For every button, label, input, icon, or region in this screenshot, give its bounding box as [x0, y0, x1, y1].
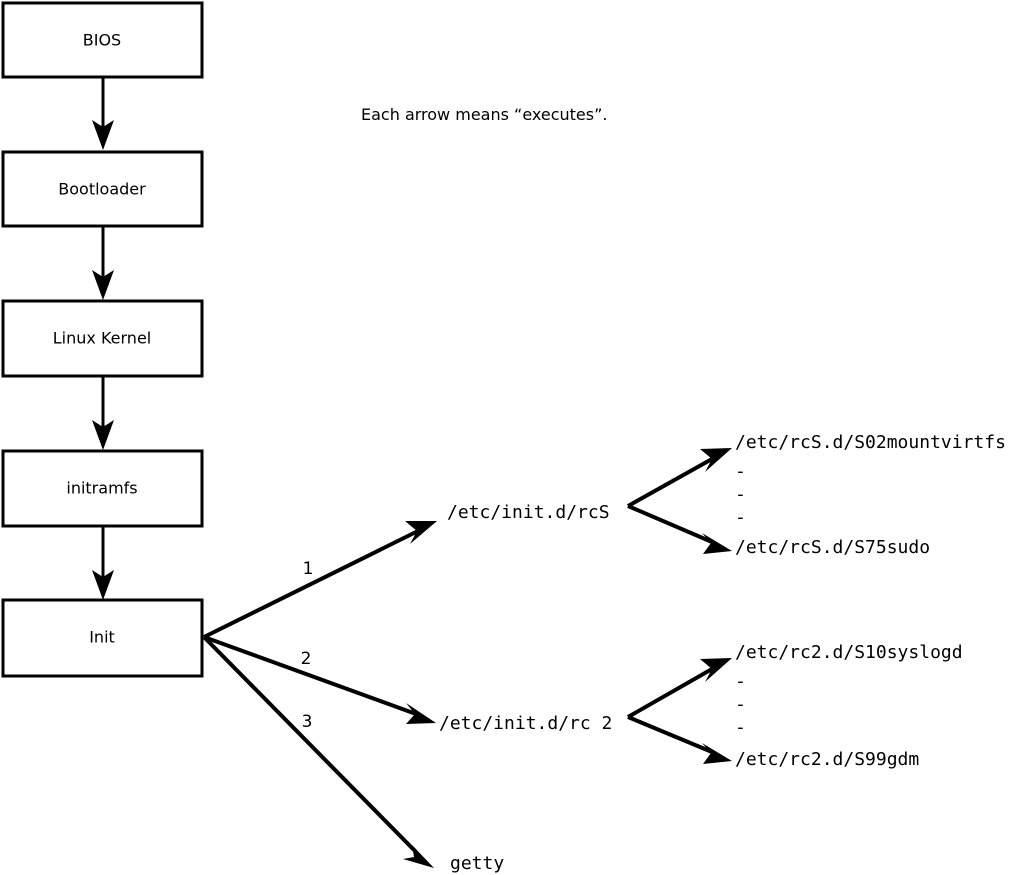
- rcs-script-last: /etc/rcS.d/S75sudo: [735, 537, 930, 558]
- arrow-shaft: [627, 667, 713, 719]
- kernel-label: Linux Kernel: [53, 329, 151, 348]
- arrow-rcs-to-last-script: [627, 504, 732, 554]
- arrow-init-to-getty: [202, 635, 434, 868]
- rcs-ellipsis-dash-3: -: [735, 507, 746, 528]
- node-rc2-label[interactable]: /etc/init.d/rc 2: [439, 713, 612, 734]
- arrow-shaft: [627, 504, 713, 544]
- arrow-rcs-to-first-script: [627, 448, 732, 508]
- rc2-script-first: /etc/rc2.d/S10syslogd: [735, 642, 963, 663]
- bootloader-label: Bootloader: [58, 180, 146, 199]
- arrow-rc2-to-first-script: [627, 658, 732, 719]
- rc2-ellipsis-dash-1: -: [735, 671, 746, 692]
- edge-label-3: 3: [302, 712, 313, 732]
- rcs-script-first: /etc/rcS.d/S02mountvirtfs: [735, 432, 1006, 453]
- caption-text: Each arrow means “executes”.: [361, 105, 607, 124]
- arrow-head: [405, 521, 437, 544]
- arrow-head: [92, 570, 114, 600]
- node-bios[interactable]: BIOS: [1, 1, 204, 79]
- kernel-box[interactable]: [1, 299, 204, 378]
- arrow-shaft: [627, 457, 713, 508]
- initramfs-label: initramfs: [66, 479, 137, 498]
- rcs-ellipsis-dash-1: -: [735, 461, 746, 482]
- bootloader-box[interactable]: [1, 150, 204, 228]
- arrow-head: [700, 448, 732, 472]
- edge-label-2: 2: [301, 649, 312, 669]
- rc2-script-last: /etc/rc2.d/S99gdm: [735, 749, 919, 770]
- arrow-rc2-to-last-script: [627, 715, 732, 764]
- arrow-bootloader-to-kernel: [92, 227, 114, 300]
- bios-box[interactable]: [1, 1, 204, 79]
- node-getty-label[interactable]: getty: [450, 853, 504, 874]
- rc2-ellipsis-dash-3: -: [735, 717, 746, 738]
- arrow-bios-to-bootloader: [92, 78, 114, 150]
- node-initramfs[interactable]: initramfs: [1, 449, 204, 528]
- arrow-head: [403, 845, 434, 868]
- rc2-ellipsis-dash-2: -: [735, 694, 746, 715]
- node-rcs-label[interactable]: /etc/init.d/rcS: [447, 502, 610, 523]
- arrow-init-to-rcs: [203, 521, 437, 639]
- init-box[interactable]: [1, 598, 204, 678]
- arrow-head: [700, 658, 732, 682]
- arrow-kernel-to-initramfs: [92, 377, 114, 450]
- node-linux-kernel[interactable]: Linux Kernel: [1, 299, 204, 378]
- node-init[interactable]: Init: [1, 598, 204, 678]
- arrow-shaft: [203, 635, 417, 716]
- init-label: Init: [89, 628, 115, 647]
- node-bootloader[interactable]: Bootloader: [1, 150, 204, 228]
- arrow-shaft: [203, 529, 419, 639]
- arrow-initramfs-to-init: [92, 527, 114, 600]
- arrow-head: [92, 420, 114, 450]
- arrow-shaft: [202, 635, 417, 853]
- arrow-head: [406, 703, 436, 724]
- edge-label-1: 1: [303, 559, 314, 579]
- rcs-ellipsis-dash-2: -: [735, 484, 746, 505]
- bios-label: BIOS: [83, 31, 121, 50]
- arrow-head: [92, 270, 114, 300]
- arrow-shaft: [627, 715, 713, 754]
- initramfs-box[interactable]: [1, 449, 204, 528]
- arrow-head: [702, 533, 732, 554]
- arrow-head: [702, 743, 732, 764]
- arrow-init-to-rc2: [203, 635, 436, 724]
- arrow-head: [92, 120, 114, 150]
